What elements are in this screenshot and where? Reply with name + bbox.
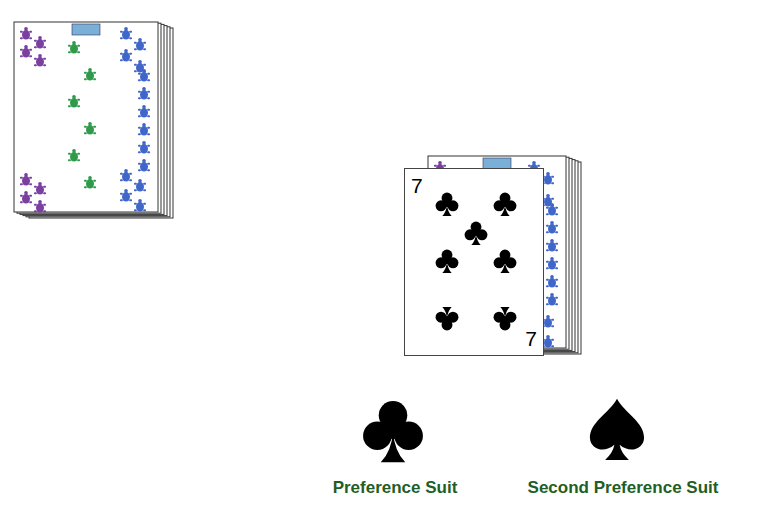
club-pip <box>436 307 459 330</box>
playing-card: 77 <box>404 168 544 356</box>
card-rank: 7 <box>411 175 423 196</box>
card-pips <box>405 169 545 357</box>
club-symbol <box>363 401 423 462</box>
card-back <box>14 22 158 213</box>
club-pip <box>436 250 459 273</box>
club-pip <box>494 307 517 330</box>
club-pip <box>494 250 517 273</box>
suit-caption: Preference Suit <box>333 479 458 498</box>
club-pip <box>436 193 459 216</box>
suit-caption: Second Preference Suit <box>528 479 719 498</box>
club-pip <box>494 193 517 216</box>
club-pip <box>465 222 488 245</box>
spade-symbol <box>590 399 644 460</box>
card-rank: 7 <box>525 328 537 349</box>
